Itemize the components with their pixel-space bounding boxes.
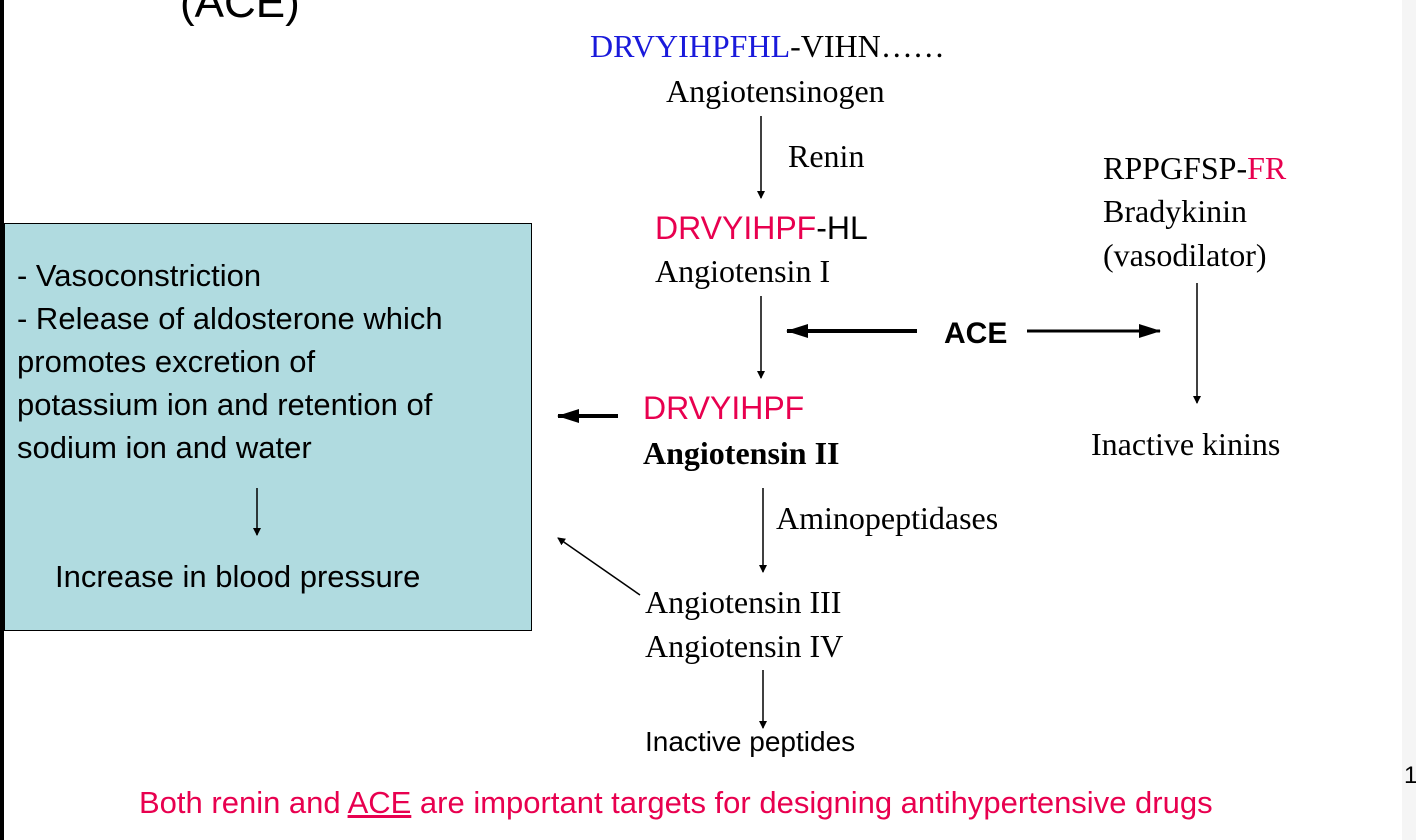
angiotensin3-label: Angiotensin III: [645, 584, 842, 620]
effect-vasoconstriction: - Vasoconstriction: [17, 258, 262, 293]
inactive-kinins-label: Inactive kinins: [1091, 426, 1281, 462]
angiotensin1-sequence: DRVYIHPF-HL: [655, 210, 868, 247]
slide-title-fragment: (ACE): [180, 0, 300, 27]
aminopeptidases-label: Aminopeptidases: [776, 500, 999, 536]
bradykinin-seq-tail: FR: [1247, 150, 1287, 186]
effects-box: - Vasoconstriction - Release of aldoster…: [4, 223, 532, 631]
angiotensin1-seq-tail: -HL: [816, 210, 868, 246]
effect-aldosterone-line4: sodium ion and water: [17, 430, 312, 465]
effect-aldosterone-line3: potassium ion and retention of: [17, 387, 433, 422]
footer-statement: Both renin and ACE are important targets…: [139, 785, 1213, 821]
slide-left-edge: [0, 0, 4, 840]
effect-aldosterone-line1: - Release of aldosterone which: [17, 301, 443, 336]
angiotensinogen-seq-tail: -VIHN……: [790, 28, 945, 64]
angiotensin2-sequence: DRVYIHPF: [643, 390, 805, 426]
bradykinin-note: (vasodilator): [1103, 237, 1267, 273]
footer-before: Both renin and: [139, 785, 348, 820]
angiotensin1-seq-main: DRVYIHPF: [655, 210, 817, 246]
effect-aldosterone-line2: promotes excretion of: [17, 344, 316, 379]
footer-after: are important targets for designing anti…: [411, 785, 1213, 820]
arrow-angiotensin3-effects: [557, 537, 641, 596]
effect-result: Increase in blood pressure: [55, 559, 421, 594]
bradykinin-seq-main: RPPGFSP-: [1103, 150, 1248, 186]
slide-right-edge: [1402, 0, 1416, 840]
page-number: 1: [1404, 762, 1416, 789]
angiotensinogen-seq-main: DRVYIHPFHL: [590, 28, 791, 64]
renin-label: Renin: [788, 138, 865, 174]
angiotensinogen-sequence: DRVYIHPFHL-VIHN……: [590, 28, 945, 65]
ace-label: ACE: [944, 317, 1008, 350]
angiotensin4-label: Angiotensin IV: [645, 628, 844, 664]
angiotensin1-label: Angiotensin I: [655, 253, 831, 289]
angiotensinogen-label: Angiotensinogen: [666, 73, 885, 109]
bradykinin-sequence: RPPGFSP-FR: [1103, 150, 1286, 187]
footer-ace: ACE: [347, 785, 412, 820]
inactive-peptides-label: Inactive peptides: [645, 726, 856, 757]
angiotensin2-label: Angiotensin II: [643, 435, 840, 471]
bradykinin-label: Bradykinin: [1103, 193, 1247, 229]
